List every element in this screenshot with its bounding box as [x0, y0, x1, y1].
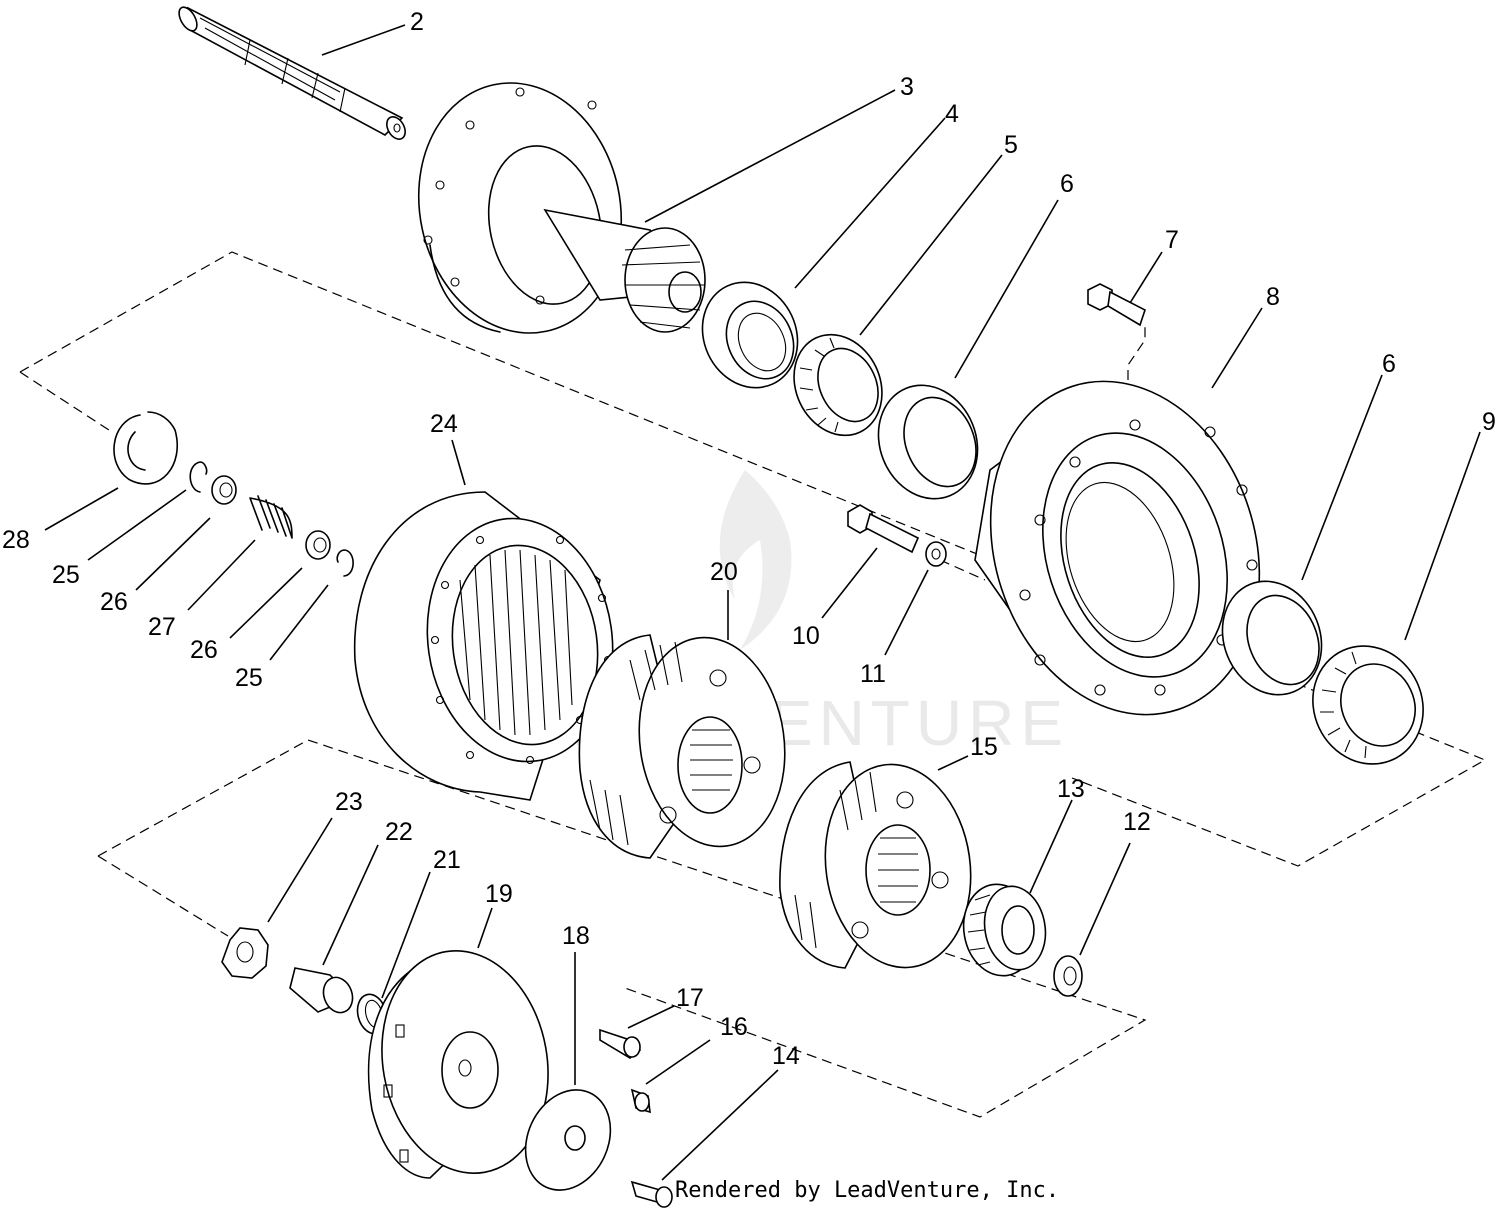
tapered-roller-bearing-part-9	[1312, 645, 1424, 765]
callout-13: 13	[1057, 775, 1085, 803]
bolt-part-10	[847, 504, 920, 554]
callout-26b: 26	[190, 636, 218, 664]
callout-9: 9	[1482, 408, 1496, 436]
callout-2: 2	[410, 8, 424, 36]
spring-stack-parts-25-27	[189, 461, 354, 577]
callout-24: 24	[430, 410, 458, 438]
tapered-roller-bearing-part-5	[793, 333, 883, 437]
washer-part-11	[925, 541, 947, 567]
thrust-washer-part-12	[1053, 955, 1083, 997]
bolt-part-7	[1087, 283, 1146, 327]
screw-part-17	[599, 1028, 642, 1059]
callout-12: 12	[1123, 808, 1151, 836]
callout-3: 3	[900, 73, 914, 101]
callout-18: 18	[562, 922, 590, 950]
spindle-flange-part-3	[417, 82, 706, 334]
callout-8: 8	[1266, 283, 1280, 311]
bearing-cup-part-6b	[1221, 580, 1323, 696]
bearing-cup-part-6a	[877, 384, 979, 500]
callout-5: 5	[1004, 131, 1018, 159]
callout-25b: 25	[235, 664, 263, 692]
callout-15: 15	[970, 733, 998, 761]
callout-10: 10	[792, 622, 820, 650]
callout-21: 21	[433, 846, 461, 874]
cover-part-19	[367, 949, 549, 1179]
ring-gear-part-24	[353, 491, 614, 801]
callout-23: 23	[335, 788, 363, 816]
callout-19: 19	[485, 880, 513, 908]
plate-part-18	[524, 1089, 612, 1191]
callout-4: 4	[945, 100, 959, 128]
hub-housing-part-8	[974, 380, 1261, 716]
callout-28: 28	[2, 526, 30, 554]
lock-plate-part-23	[221, 927, 269, 979]
callout-20: 20	[710, 558, 738, 586]
callout-6a: 6	[1060, 170, 1074, 198]
callout-16: 16	[720, 1013, 748, 1041]
callout-7: 7	[1165, 226, 1179, 254]
callout-27: 27	[148, 613, 176, 641]
assembly-dashed-lines	[19, 251, 1487, 1118]
callout-6b: 6	[1382, 350, 1396, 378]
render-credit: Rendered by LeadVenture, Inc.	[675, 1178, 1059, 1203]
sun-gear-part-13	[962, 883, 1047, 977]
retaining-ring-part-28	[113, 411, 178, 485]
bearing-part-4	[701, 281, 799, 389]
set-screw-part-16	[630, 1088, 651, 1114]
callout-25a: 25	[52, 561, 80, 589]
planetary-carrier-part-15	[779, 761, 972, 969]
pin-part-22	[289, 967, 354, 1014]
axle-shaft-part-2	[178, 6, 406, 140]
callout-17: 17	[676, 984, 704, 1012]
callout-11: 11	[860, 660, 886, 688]
callout-14: 14	[772, 1042, 800, 1070]
callout-26a: 26	[100, 588, 128, 616]
callout-labels: 2 3 4 5 6 7 8 6 9 24 28 25 26 27 26 25 2…	[2, 8, 1496, 1070]
planetary-carrier-part-20	[578, 634, 786, 859]
leader-lines	[44, 24, 1481, 1181]
bolt-part-14	[630, 1180, 673, 1208]
callout-22: 22	[385, 818, 413, 846]
